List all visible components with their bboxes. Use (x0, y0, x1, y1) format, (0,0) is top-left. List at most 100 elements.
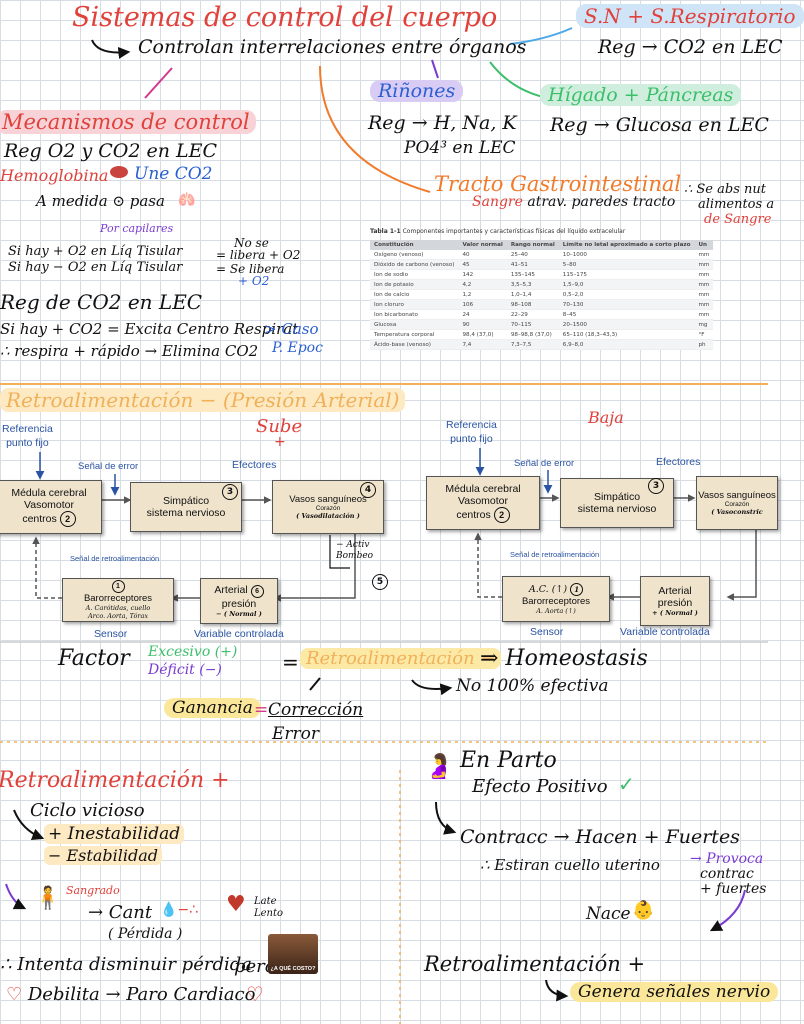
reg-co2: Reg de CO2 en LEC (0, 290, 203, 314)
table-title: Tabla 1-1 Componentes importantes y cara… (370, 228, 626, 235)
intenta: ∴ Intenta disminuir pérdida (0, 954, 252, 975)
table-cell: 135–145 (506, 269, 559, 280)
inestabilidad: + Inestabilidad (44, 824, 185, 844)
baro-box-left: 1 Barorreceptores A. Carótidas, cuello A… (62, 578, 174, 622)
sn-text: Reg → CO2 en LEC (598, 36, 783, 58)
table-cell: 24 (458, 309, 507, 320)
step-3-right: 3 (648, 478, 664, 494)
libera-1: = libera + O2 (216, 248, 301, 262)
mechanisms-title: Mecanismos de control (0, 110, 256, 134)
subtitle: Controlan interrelaciones entre órganos (138, 36, 527, 58)
table-cell: 3,5–5,3 (506, 279, 559, 290)
no-100: No 100% efectiva (456, 676, 609, 696)
table-cell: 142 (458, 269, 507, 280)
libera-2: = Se libera (216, 262, 285, 276)
table-cell: 98–98,8 (37,0) (506, 329, 559, 340)
table-cell: 1,2 (458, 289, 507, 300)
table-cell: Ion bicarbonato (370, 309, 459, 320)
table-header-cell: Valor normal (458, 240, 507, 250)
table-cell: 4,2 (458, 279, 507, 290)
si-co2: Si hay + CO2 = Excita Centro Respirat (0, 320, 299, 338)
table-cell: 70–115 (506, 319, 559, 330)
table-cell: 98–108 (506, 299, 559, 310)
table-cell: mm (694, 259, 714, 270)
table-header-cell: Límite no letal aproximado a corto plazo (558, 240, 695, 250)
sn-title: S.N + S.Respiratorio (576, 4, 804, 28)
table-header-cell: Un (694, 240, 714, 250)
sensor-left: Sensor (94, 628, 128, 640)
table-cell: Ion cloruro (370, 299, 459, 310)
equals-sign: = (282, 650, 299, 674)
epoc: P. Epoc (272, 340, 323, 356)
table-cell: Oxígeno (venoso) (370, 250, 459, 260)
no-se: No se (234, 236, 269, 250)
efectores-left: Efectores (232, 459, 277, 471)
excesivo: Excesivo (+) (148, 644, 238, 660)
table-cell: Ion de calcio (370, 289, 459, 300)
table-cell: 10–1000 (558, 250, 695, 260)
retro-pos-2: Retroalimentación + (424, 952, 646, 976)
si-o2-mas: Si hay + O2 en Líq Tisular (8, 244, 183, 259)
table-cell: Ion de sodio (370, 269, 459, 280)
liver-title: Hígado + Páncreas (540, 84, 742, 106)
cant: → Cant (88, 902, 153, 923)
senal-retro-right: Señal de retroalimentación (510, 550, 600, 559)
check-icon: ✓ (618, 772, 635, 796)
table-cell: 6,9–8,0 (558, 339, 695, 350)
hemoglobina: Hemoglobina (0, 166, 109, 185)
meme-image: ¿A QUÉ COSTO? (268, 934, 318, 974)
variable-left: Variable controlada (194, 628, 284, 640)
senal-error-right: Señal de error (514, 458, 575, 469)
table-cell: 115–175 (558, 269, 695, 280)
senal-error-left: Señal de error (78, 461, 139, 472)
por-capilares: Por capilares (100, 222, 174, 235)
sensor-right: Sensor (530, 626, 564, 638)
table-cell: 7,3–7,5 (506, 339, 559, 350)
table-cell: mg (694, 319, 714, 330)
table-cell: 40 (458, 250, 507, 260)
heart-icon: ♥ (226, 892, 246, 917)
table-cell: mm (694, 309, 714, 320)
step-4-left: 4 (360, 482, 376, 498)
table-cell: mm (694, 299, 714, 310)
table-cell: 41–51 (506, 259, 559, 270)
estabilidad: − Estabilidad (44, 846, 162, 865)
baby-icon: 👶 (632, 900, 655, 921)
table-cell: 7,4 (458, 339, 507, 350)
table-cell: 65–110 (18,3–43,3) (558, 329, 695, 340)
reg-o2: Reg O2 y CO2 en LEC (4, 140, 218, 162)
table-cell: Temperatura corporal (370, 329, 459, 340)
table-cell: 22–29 (506, 309, 559, 320)
arrows-overlay (0, 27, 768, 1024)
kidneys-line2: PO4³ en LEC (404, 138, 516, 158)
respira: ∴ respira + rápido → Elimina CO2 (0, 342, 259, 360)
plus-sign: + (274, 434, 286, 450)
table-cell: 25–40 (506, 250, 559, 260)
debilita: ♡ Debilita → Paro Cardiaco (6, 984, 256, 1005)
step-5-left: 5 (372, 574, 388, 590)
une-co2: Une CO2 (134, 164, 213, 184)
retro-neg-title: Retroalimentación − (Presión Arterial) (0, 388, 406, 412)
table-cell: 1,0–1,4 (506, 289, 559, 300)
table-cell: °F (694, 329, 714, 340)
table-cell: mm (694, 289, 714, 300)
correccion: Corrección (268, 700, 364, 720)
kidneys-title: Riñones (370, 80, 464, 102)
table-cell: 1,5–9,0 (558, 279, 695, 290)
table-cell: mm (694, 269, 714, 280)
lungs-icon: 🫁 (178, 192, 196, 208)
table-cell: 98,4 (37,0) (458, 329, 507, 340)
gi-title: Tracto Gastrointestinal (434, 172, 682, 196)
step-3-left: 3 (222, 484, 238, 500)
table-cell: Glucosa (370, 319, 459, 330)
table-cell: Dióxido de carbono (venoso) (370, 259, 459, 270)
factor-label: Factor (58, 646, 130, 671)
table-cell: 70–130 (558, 299, 695, 310)
